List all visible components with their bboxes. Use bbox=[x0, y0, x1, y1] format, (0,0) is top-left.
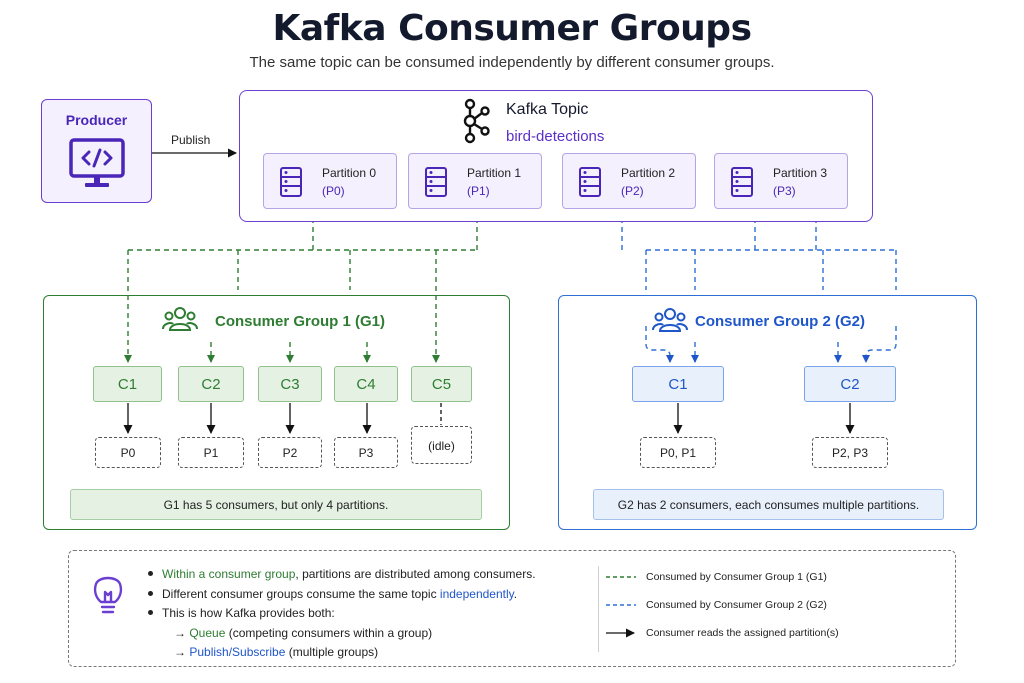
legend-bullet-3: This is how Kafka provides both: bbox=[148, 606, 335, 620]
arrow-right-icon: → bbox=[174, 626, 190, 640]
partition-code: (P2) bbox=[621, 184, 644, 198]
g2-consumer-c2: C2 bbox=[804, 366, 896, 402]
g1-consumer-c4: C4 bbox=[334, 366, 398, 402]
g2-assignment-c2: P2, P3 bbox=[812, 437, 888, 468]
bullet2-text: Different consumer groups consume the sa… bbox=[162, 587, 440, 601]
consumer-group-1-box bbox=[43, 295, 510, 530]
users-icon bbox=[652, 308, 688, 332]
g1-assignment-c5-idle: (idle) bbox=[411, 426, 472, 464]
server-icon bbox=[280, 167, 302, 197]
pubsub-text: (multiple groups) bbox=[285, 645, 379, 659]
producer-box: Producer bbox=[41, 99, 152, 203]
bullet1-highlight: Within a consumer group bbox=[162, 567, 296, 581]
g1-consumer-c3: C3 bbox=[258, 366, 322, 402]
server-icon bbox=[579, 167, 601, 197]
topic-title: Kafka Topic bbox=[506, 101, 589, 118]
queue-highlight: Queue bbox=[189, 626, 226, 640]
g1-assignment-c4: P3 bbox=[334, 437, 398, 468]
legend-sub-queue: → Queue (competing consumers within a gr… bbox=[174, 626, 432, 640]
lightbulb-icon bbox=[93, 576, 123, 614]
group2-title: Consumer Group 2 (G2) bbox=[695, 313, 866, 330]
partition-name: Partition 0 bbox=[322, 166, 377, 180]
partition-code: (P3) bbox=[773, 184, 796, 198]
bullet1-text: , partitions are distributed among consu… bbox=[295, 567, 536, 581]
legend-divider bbox=[598, 566, 599, 652]
partition-name: Partition 3 bbox=[773, 166, 828, 180]
legend-bullet-1: Within a consumer group, partitions are … bbox=[148, 567, 536, 581]
partition-1: Partition 1 (P1) bbox=[408, 153, 542, 209]
bullet2-highlight: independently bbox=[439, 587, 514, 601]
g1-assignment-c1: P0 bbox=[95, 437, 161, 468]
users-icon bbox=[162, 307, 198, 331]
group2-note: G2 has 2 consumers, each consumes multip… bbox=[593, 489, 944, 520]
legend-key-g2: Consumed by Consumer Group 2 (G2) bbox=[646, 599, 827, 611]
server-icon bbox=[425, 167, 447, 197]
topic-name: bird-detections bbox=[506, 128, 605, 145]
legend-key-g1: Consumed by Consumer Group 1 (G1) bbox=[646, 571, 827, 583]
legend-key-read: Consumer reads the assigned partition(s) bbox=[646, 627, 839, 639]
kafka-logo-icon bbox=[463, 98, 490, 144]
monitor-code-icon bbox=[69, 138, 125, 187]
server-icon bbox=[731, 167, 753, 197]
partition-name: Partition 2 bbox=[621, 166, 676, 180]
g1-assignment-c3: P2 bbox=[258, 437, 322, 468]
g2-consumer-c1: C1 bbox=[632, 366, 724, 402]
legend-bullet-2: Different consumer groups consume the sa… bbox=[148, 587, 517, 601]
consumer-group-2-box bbox=[558, 295, 977, 530]
producer-label: Producer bbox=[65, 112, 128, 128]
legend-sub-pubsub: → Publish/Subscribe (multiple groups) bbox=[174, 645, 378, 659]
g1-consumer-c1: C1 bbox=[93, 366, 162, 402]
legend-box bbox=[68, 550, 956, 667]
arrow-right-icon: → bbox=[174, 645, 190, 659]
bullet2-end: . bbox=[513, 587, 518, 601]
group1-title: Consumer Group 1 (G1) bbox=[215, 313, 386, 330]
partition-2: Partition 2 (P2) bbox=[562, 153, 696, 209]
page-title: Kafka Consumer Groups bbox=[272, 8, 752, 49]
page-subtitle: The same topic can be consumed independe… bbox=[249, 54, 775, 71]
g1-consumer-c2: C2 bbox=[178, 366, 244, 402]
group1-note: G1 has 5 consumers, but only 4 partition… bbox=[70, 489, 482, 520]
partition-3: Partition 3 (P3) bbox=[714, 153, 848, 209]
g1-consumer-c5: C5 bbox=[411, 366, 472, 402]
partition-code: (P0) bbox=[322, 184, 345, 198]
bullet3-text: This is how Kafka provides both: bbox=[162, 606, 335, 620]
pubsub-highlight: Publish/Subscribe bbox=[189, 645, 286, 659]
partition-name: Partition 1 bbox=[467, 166, 522, 180]
g2-assignment-c1: P0, P1 bbox=[640, 437, 716, 468]
publish-label: Publish bbox=[171, 133, 211, 147]
queue-text: (competing consumers within a group) bbox=[225, 626, 433, 640]
partition-0: Partition 0 (P0) bbox=[263, 153, 397, 209]
partition-code: (P1) bbox=[467, 184, 490, 198]
g1-assignment-c2: P1 bbox=[178, 437, 244, 468]
